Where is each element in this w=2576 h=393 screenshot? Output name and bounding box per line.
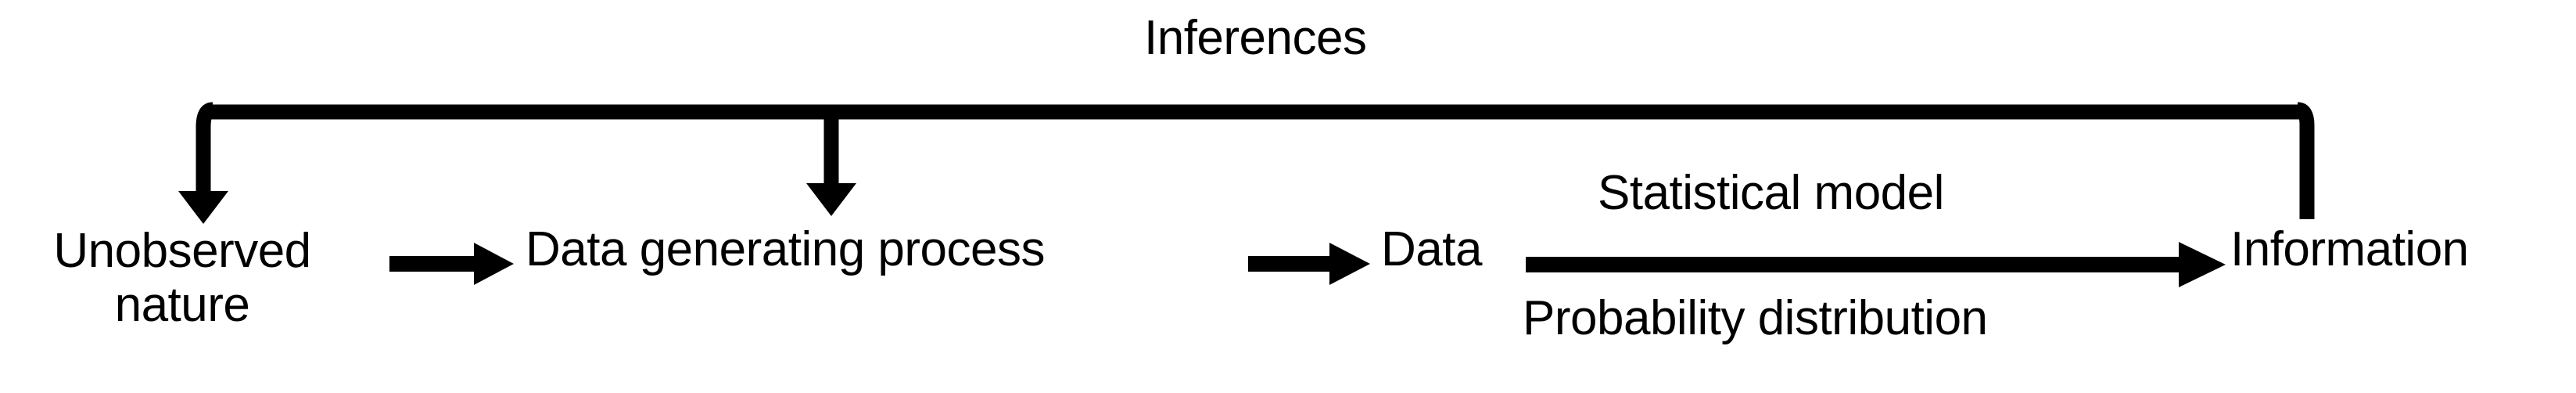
- node-information: Information: [2230, 222, 2469, 276]
- node-data-generating-process: Data generating process: [526, 222, 1046, 276]
- inferences-bracket-right-leg: [2296, 102, 2315, 219]
- arrowhead-down-dgp: [806, 183, 856, 216]
- edge-label-inferences: Inferences: [1144, 11, 1367, 65]
- arrowhead-right-3: [2179, 242, 2226, 287]
- arrow-data-to-information: [1526, 242, 2226, 287]
- arrowhead-down-unobserved-nature: [178, 191, 228, 224]
- arrowhead-right-1: [474, 243, 514, 285]
- node-unobserved-nature-line2: nature: [114, 278, 250, 333]
- edge-label-statistical-model: Statistical model: [1598, 166, 1944, 220]
- node-unobserved-nature: Unobserved nature: [14, 224, 350, 333]
- edge-label-probability-distribution: Probability distribution: [1523, 291, 1988, 345]
- node-data: Data: [1381, 222, 1482, 276]
- node-unobserved-nature-line1: Unobserved: [53, 224, 311, 278]
- arrow-dgp-to-data: [1248, 243, 1370, 285]
- inferences-bracket: [178, 102, 2315, 224]
- arrow-unobserved-to-dgp: [389, 243, 514, 285]
- arrowhead-right-2: [1329, 243, 1370, 285]
- inferences-leg-to-unobserved-nature: [196, 102, 214, 194]
